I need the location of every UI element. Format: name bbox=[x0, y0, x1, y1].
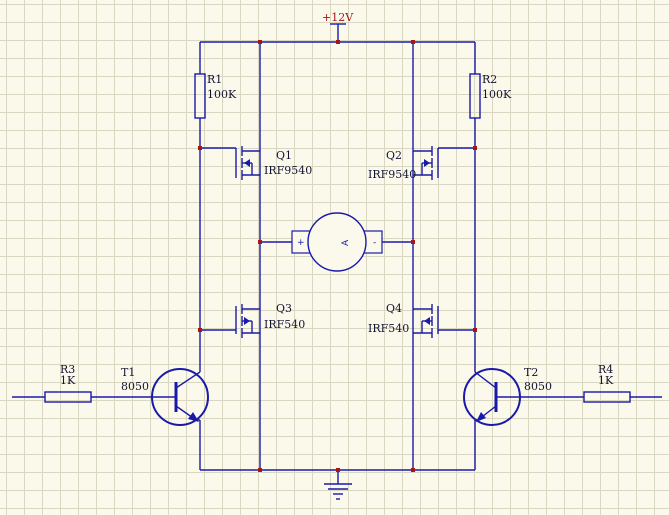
r1-name: R1 bbox=[207, 73, 222, 86]
r4-name: R4 bbox=[598, 363, 613, 376]
motor-plus-terminal: + bbox=[297, 238, 305, 248]
transistor-t2: T2 8050 bbox=[463, 358, 552, 426]
r3-value: 1K bbox=[60, 374, 76, 387]
resistor-r1: R1 100K bbox=[194, 73, 237, 119]
r4-value: 1K bbox=[598, 374, 614, 387]
r1-value: 100K bbox=[207, 88, 237, 101]
dc-motor: + - A bbox=[291, 212, 383, 272]
q3-part: IRF540 bbox=[264, 318, 305, 331]
t1-name: T1 bbox=[121, 366, 135, 379]
wires bbox=[12, 41, 662, 484]
r2-name: R2 bbox=[482, 73, 497, 86]
t2-name: T2 bbox=[524, 366, 538, 379]
r3-name: R3 bbox=[60, 363, 75, 376]
t1-part: 8050 bbox=[121, 380, 149, 393]
q1-part: IRF9540 bbox=[264, 164, 312, 177]
mosfet-q1: Q1 IRF9540 bbox=[235, 146, 312, 180]
q2-part: IRF9540 bbox=[368, 168, 416, 181]
mosfet-q2: Q2 IRF9540 bbox=[368, 146, 439, 181]
junctions bbox=[198, 40, 477, 472]
power-supply-label: +12V bbox=[322, 11, 354, 24]
r2-value: 100K bbox=[482, 88, 512, 101]
q4-part: IRF540 bbox=[368, 322, 409, 335]
q2-name: Q2 bbox=[386, 149, 402, 162]
mosfet-q3: Q3 IRF540 bbox=[235, 302, 305, 338]
resistor-r3: R3 1K bbox=[44, 363, 92, 403]
motor-symbol: A bbox=[341, 239, 351, 246]
resistor-r2: R2 100K bbox=[469, 73, 512, 119]
mosfet-q4: Q4 IRF540 bbox=[368, 302, 439, 338]
q1-name: Q1 bbox=[276, 149, 292, 162]
power-supply-symbol: +12V bbox=[322, 11, 354, 42]
q4-name: Q4 bbox=[386, 302, 402, 315]
q3-name: Q3 bbox=[276, 302, 292, 315]
motor-minus-terminal: - bbox=[373, 238, 376, 248]
t2-part: 8050 bbox=[524, 380, 552, 393]
transistor-t1: T1 8050 bbox=[121, 358, 209, 426]
ground-icon bbox=[324, 483, 352, 500]
resistor-r4: R4 1K bbox=[583, 363, 631, 403]
